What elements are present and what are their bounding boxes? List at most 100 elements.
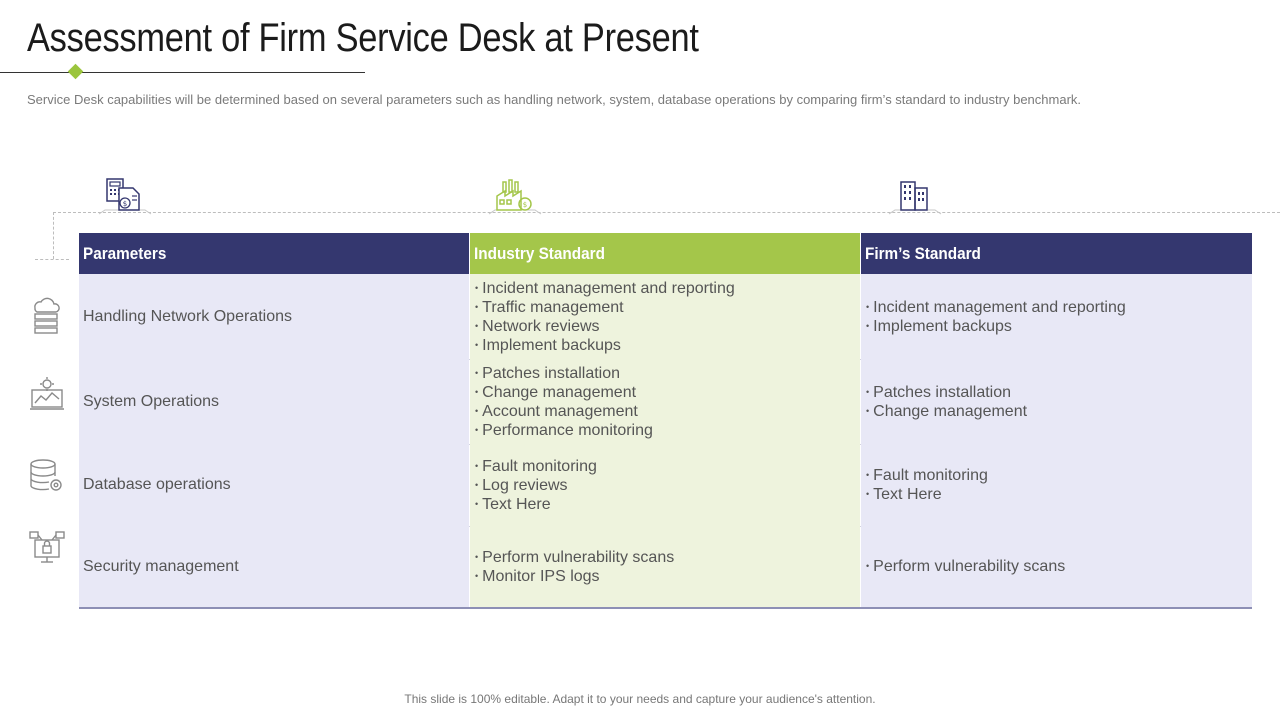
list-item: •Fault monitoring bbox=[475, 457, 597, 476]
office-building-icon bbox=[885, 176, 945, 220]
list-item-text: Patches installation bbox=[482, 364, 621, 382]
table-cell-firm: •Patches installation•Change management bbox=[861, 359, 1252, 444]
table-cell-firm: •Perform vulnerability scans bbox=[861, 526, 1252, 607]
list-item-text: Text Here bbox=[482, 495, 551, 513]
monitor-gear-icon bbox=[27, 374, 67, 414]
bullet-glyph: • bbox=[475, 570, 479, 581]
bullet-glyph: • bbox=[475, 367, 479, 378]
list-item-text: Fault monitoring bbox=[873, 467, 988, 484]
list-item-text: Text Here bbox=[873, 486, 942, 503]
table-bottom-rule bbox=[79, 607, 1252, 609]
bullet-list: •Fault monitoring•Log reviews•Text Here bbox=[475, 457, 597, 514]
svg-text:$: $ bbox=[523, 201, 527, 209]
table-cell-firm: •Fault monitoring•Text Here bbox=[861, 444, 1252, 526]
cloud-server-icon bbox=[27, 296, 67, 336]
list-item-text: Change management bbox=[873, 402, 1028, 420]
dashed-connector-vertical bbox=[53, 212, 54, 259]
list-item: •Network reviews bbox=[475, 317, 735, 336]
table-cell-parameter: Handling Network Operations bbox=[79, 274, 469, 359]
page-title: Assessment of Firm Service Desk at Prese… bbox=[27, 16, 699, 60]
parameter-label: Handling Network Operations bbox=[83, 307, 292, 325]
list-item-text: Fault monitoring bbox=[482, 457, 597, 475]
table-cell-industry: •Incident management and reporting•Traff… bbox=[470, 274, 860, 359]
list-item: •Monitor IPS logs bbox=[475, 567, 674, 586]
list-item-text: Perform vulnerability scans bbox=[873, 558, 1066, 575]
list-item: •Account management bbox=[475, 402, 653, 421]
bullet-list: •Incident management and reporting•Traff… bbox=[475, 279, 735, 355]
list-item: •Perform vulnerability scans bbox=[475, 548, 674, 567]
list-item: •Traffic management bbox=[475, 298, 735, 317]
title-underline bbox=[0, 72, 365, 73]
bullet-glyph: • bbox=[866, 489, 870, 499]
bullet-glyph: • bbox=[866, 301, 870, 312]
bullet-glyph: • bbox=[866, 561, 870, 571]
bullet-glyph: • bbox=[475, 386, 479, 397]
dashed-connector-stub bbox=[35, 259, 69, 260]
header-parameters: Parameters bbox=[79, 233, 469, 274]
list-item-text: Incident management and reporting bbox=[873, 298, 1126, 316]
list-item-text: Monitor IPS logs bbox=[482, 567, 600, 585]
list-item-text: Account management bbox=[482, 402, 638, 420]
list-item: •Patches installation bbox=[475, 364, 653, 383]
bullet-glyph: • bbox=[475, 424, 479, 435]
list-item: •Performance monitoring bbox=[475, 421, 653, 440]
dashed-connector bbox=[53, 212, 1280, 213]
list-item: •Change management bbox=[475, 383, 653, 402]
parameter-label: System Operations bbox=[83, 392, 220, 410]
list-item-text: Change management bbox=[482, 383, 637, 401]
bullet-list: •Patches installation•Change management bbox=[866, 383, 1027, 421]
list-item: •Change management bbox=[866, 402, 1027, 421]
title-diamond bbox=[67, 63, 84, 80]
list-item: •Implement backups bbox=[866, 317, 1126, 336]
bullet-glyph: • bbox=[866, 470, 870, 480]
list-item: •Implement backups bbox=[475, 336, 735, 355]
list-item-text: Implement backups bbox=[482, 336, 621, 354]
list-item: •Perform vulnerability scans bbox=[866, 557, 1065, 576]
list-item: •Incident management and reporting bbox=[866, 298, 1126, 317]
list-item: •Fault monitoring bbox=[866, 466, 988, 485]
table-cell-firm: •Incident management and reporting•Imple… bbox=[861, 274, 1252, 359]
list-item: •Incident management and reporting bbox=[475, 279, 735, 298]
list-item-text: Patches installation bbox=[873, 383, 1012, 401]
bullet-list: •Perform vulnerability scans•Monitor IPS… bbox=[475, 548, 674, 586]
bullet-glyph: • bbox=[475, 551, 479, 562]
bullet-glyph: • bbox=[475, 320, 479, 331]
bullet-glyph: • bbox=[475, 479, 479, 490]
comparison-table: Parameters Industry Standard Firm’s Stan… bbox=[79, 233, 1252, 609]
bullet-glyph: • bbox=[475, 339, 479, 350]
bullet-glyph: • bbox=[475, 301, 479, 312]
table-cell-parameter: Database operations bbox=[79, 444, 469, 526]
footer-note: This slide is 100% editable. Adapt it to… bbox=[404, 692, 876, 706]
bullet-list: •Incident management and reporting•Imple… bbox=[866, 298, 1126, 336]
calculator-document-icon: $ bbox=[95, 176, 155, 220]
table-cell-parameter: Security management bbox=[79, 526, 469, 607]
list-item-text: Incident management and reporting bbox=[482, 279, 735, 297]
list-item-text: Log reviews bbox=[482, 476, 568, 494]
factory-icon: $ bbox=[485, 176, 545, 220]
list-item-text: Implement backups bbox=[873, 317, 1012, 335]
security-network-icon bbox=[27, 528, 67, 568]
bullet-list: •Fault monitoring•Text Here bbox=[866, 466, 988, 504]
parameter-label: Database operations bbox=[83, 476, 231, 493]
list-item-text: Traffic management bbox=[482, 298, 624, 316]
page-subtitle: Service Desk capabilities will be determ… bbox=[27, 92, 1082, 107]
table-cell-industry: •Patches installation•Change management•… bbox=[470, 359, 860, 444]
list-item: •Text Here bbox=[866, 485, 988, 504]
bullet-list: •Patches installation•Change management•… bbox=[475, 364, 653, 440]
list-item: •Patches installation bbox=[866, 383, 1027, 402]
header-firm-standard: Firm’s Standard bbox=[861, 233, 1252, 274]
bullet-glyph: • bbox=[475, 460, 479, 471]
header-industry-standard: Industry Standard bbox=[470, 233, 860, 274]
svg-text:$: $ bbox=[123, 200, 127, 208]
list-item-text: Performance monitoring bbox=[482, 421, 653, 439]
bullet-glyph: • bbox=[866, 386, 870, 397]
bullet-list: •Perform vulnerability scans bbox=[866, 557, 1065, 576]
table-cell-parameter: System Operations bbox=[79, 359, 469, 444]
bullet-glyph: • bbox=[475, 405, 479, 416]
parameter-label: Security management bbox=[83, 557, 239, 575]
table-cell-industry: •Perform vulnerability scans•Monitor IPS… bbox=[470, 526, 860, 607]
bullet-glyph: • bbox=[866, 320, 870, 331]
list-item: •Text Here bbox=[475, 495, 597, 514]
table-cell-industry: •Fault monitoring•Log reviews•Text Here bbox=[470, 444, 860, 526]
list-item: •Log reviews bbox=[475, 476, 597, 495]
